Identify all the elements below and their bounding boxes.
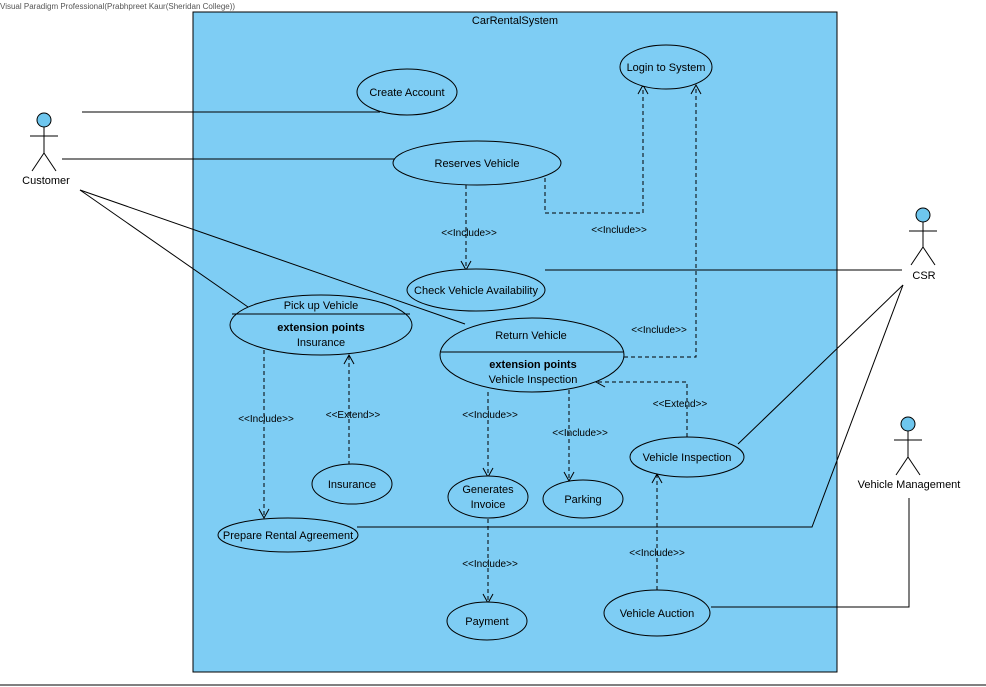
usecase-insurance-label: Insurance bbox=[328, 479, 376, 491]
usecase-generates-invoice-label-2: Invoice bbox=[471, 499, 506, 511]
usecase-generates-invoice-label-1: Generates bbox=[462, 484, 514, 496]
label-inc-auction-inspection: <<Include>> bbox=[629, 548, 685, 559]
usecase-parking-label: Parking bbox=[564, 494, 601, 506]
actor-customer-head bbox=[36, 112, 52, 128]
dep-inspection-return bbox=[594, 376, 688, 437]
label-inc-return-invoice: <<Include>> bbox=[462, 410, 518, 421]
actor-vehicle-management[interactable]: Vehicle Management bbox=[858, 416, 961, 491]
usecase-return-ext-point: Vehicle Inspection bbox=[489, 374, 578, 386]
usecase-return-vehicle[interactable]: Return Vehicle extension points Vehicle … bbox=[439, 317, 625, 393]
actor-vehicle-management-label: Vehicle Management bbox=[858, 479, 961, 491]
usecase-prepare-rental-label: Prepare Rental Agreement bbox=[223, 530, 353, 542]
usecase-check-availability[interactable]: Check Vehicle Availability bbox=[406, 268, 546, 312]
label-inc-invoice-payment: <<Include>> bbox=[462, 559, 518, 570]
usecase-pickup-ext-point: Insurance bbox=[297, 337, 345, 349]
usecase-payment[interactable]: Payment bbox=[446, 601, 528, 641]
label-inc-reserve-login: <<Include>> bbox=[591, 225, 647, 236]
label-inc-return-login: <<Include>> bbox=[631, 325, 687, 336]
dep-return-login bbox=[624, 83, 702, 358]
assoc-csr-inspection bbox=[737, 284, 904, 445]
usecase-vehicle-inspection-label: Vehicle Inspection bbox=[643, 452, 732, 464]
label-ext-inspection: <<Extend>> bbox=[653, 399, 708, 410]
usecase-pickup-vehicle-label: Pick up Vehicle bbox=[284, 300, 359, 312]
actor-csr-label: CSR bbox=[912, 270, 935, 282]
assoc-vm-auction bbox=[711, 498, 910, 608]
usecase-pickup-ext-title: extension points bbox=[277, 322, 364, 334]
system-title: CarRentalSystem bbox=[472, 15, 558, 27]
usecase-reserves-vehicle-label: Reserves Vehicle bbox=[435, 158, 520, 170]
usecase-reserves-vehicle[interactable]: Reserves Vehicle bbox=[392, 140, 562, 186]
actor-csr[interactable]: CSR bbox=[909, 207, 937, 282]
actor-csr-head bbox=[915, 207, 931, 223]
actor-customer-label: Customer bbox=[22, 175, 70, 187]
actor-vehicle-management-head bbox=[900, 416, 916, 432]
assoc-csr-prepare bbox=[357, 284, 904, 528]
usecase-vehicle-auction-label: Vehicle Auction bbox=[620, 608, 695, 620]
label-inc-pickup-prepare: <<Include>> bbox=[238, 414, 294, 425]
actor-customer[interactable]: Customer bbox=[22, 112, 70, 187]
label-ext-insurance: <<Extend>> bbox=[326, 410, 381, 421]
assoc-customer-return bbox=[79, 189, 466, 325]
usecase-create-account-label: Create Account bbox=[369, 87, 444, 99]
usecase-create-account[interactable]: Create Account bbox=[356, 68, 458, 116]
usecase-login[interactable]: Login to System bbox=[619, 44, 713, 90]
dep-reserve-login bbox=[544, 83, 649, 214]
usecase-payment-label: Payment bbox=[465, 616, 508, 628]
label-inc-reserve-check: <<Include>> bbox=[441, 228, 497, 239]
usecase-parking[interactable]: Parking bbox=[542, 479, 624, 519]
usecase-return-ext-title: extension points bbox=[489, 359, 576, 371]
usecase-generates-invoice[interactable]: Generates Invoice bbox=[447, 475, 529, 519]
usecase-vehicle-auction[interactable]: Vehicle Auction bbox=[603, 589, 711, 637]
usecase-check-availability-label: Check Vehicle Availability bbox=[414, 285, 538, 297]
usecase-return-vehicle-label: Return Vehicle bbox=[495, 330, 567, 342]
usecase-insurance[interactable]: Insurance bbox=[311, 463, 393, 505]
usecase-vehicle-inspection[interactable]: Vehicle Inspection bbox=[629, 436, 745, 478]
usecase-login-label: Login to System bbox=[627, 62, 706, 74]
usecase-prepare-rental[interactable]: Prepare Rental Agreement bbox=[217, 517, 359, 553]
watermark: Visual Paradigm Professional(Prabhpreet … bbox=[0, 2, 236, 11]
usecase-pickup-vehicle[interactable]: Pick up Vehicle extension points Insuran… bbox=[229, 294, 413, 356]
assoc-customer-pickup bbox=[79, 189, 249, 308]
label-inc-return-parking: <<Include>> bbox=[552, 428, 608, 439]
